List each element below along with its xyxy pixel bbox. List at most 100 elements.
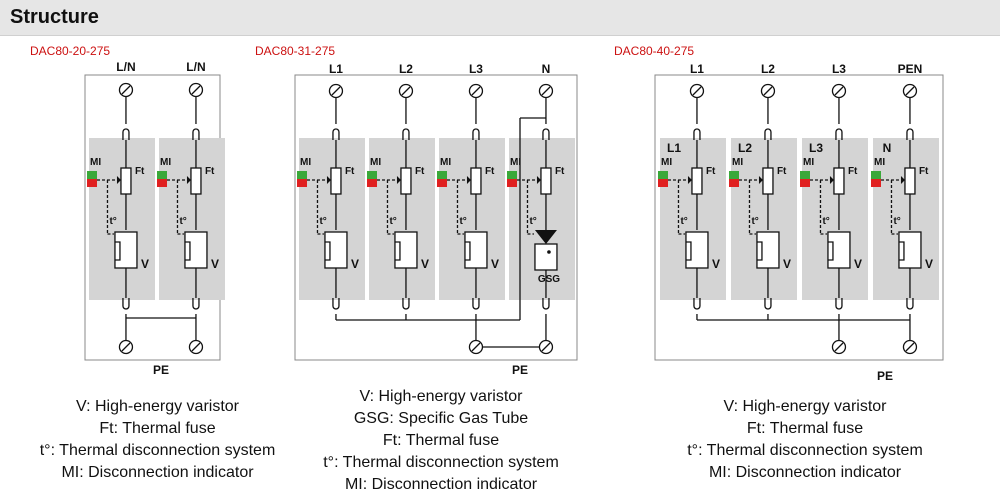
varistor-icon	[827, 241, 834, 261]
terminal-slot	[905, 342, 915, 352]
terminal-label: N	[542, 62, 551, 76]
module-body	[660, 138, 726, 300]
indicator-red	[658, 179, 668, 187]
screw-terminal-icon	[118, 339, 134, 355]
legend-line: GSG: Specific Gas Tube	[353, 410, 529, 427]
legend-dac80-31-275: V: High-energy varistor GSG: Specific Ga…	[296, 386, 586, 496]
terminal-label: L3	[469, 62, 483, 76]
thermal-fuse	[120, 167, 132, 195]
thermal-label: t°	[529, 216, 536, 227]
legend-line: MI: Disconnection indicator	[344, 476, 538, 493]
legend-line: t°: Thermal disconnection system	[323, 454, 559, 471]
model-name: DAC80-20-275	[30, 44, 110, 58]
varistor-label: V	[421, 257, 429, 271]
indicator-red	[367, 179, 377, 187]
plug-pin-icon	[906, 128, 914, 140]
thermal-fuse-label: Ft	[415, 166, 425, 177]
varistor-body	[685, 231, 709, 269]
varistor-icon	[756, 241, 763, 261]
indicator-label: MI	[370, 157, 381, 168]
module-label: L3	[809, 141, 823, 155]
plug-pin-icon	[835, 128, 843, 140]
terminal-label: L3	[832, 62, 846, 76]
indicator-label: MI	[874, 157, 885, 168]
varistor-body	[827, 231, 851, 269]
varistor-body	[394, 231, 418, 269]
screw-terminal-icon	[118, 82, 134, 98]
screw-terminal-icon	[689, 83, 705, 99]
plug-pin-icon	[192, 128, 200, 140]
varistor-body	[184, 231, 208, 269]
terminal-slot	[834, 86, 844, 96]
plug-pin-icon	[764, 128, 772, 140]
screw-terminal-icon	[468, 83, 484, 99]
thermal-label: t°	[680, 216, 687, 227]
legend-dac80-20-275: V: High-energy varistor Ft: Thermal fuse…	[20, 396, 295, 484]
screw-terminal-icon	[328, 83, 344, 99]
varistor-icon	[324, 241, 331, 261]
thermal-fuse	[762, 167, 774, 195]
indicator-green	[157, 171, 167, 179]
thermal-label: t°	[459, 216, 466, 227]
varistor-body	[114, 231, 138, 269]
indicator-label: MI	[440, 157, 451, 168]
indicator-green	[367, 171, 377, 179]
varistor-icon	[114, 241, 121, 261]
terminal-label: L2	[399, 62, 413, 76]
module-label: L2	[738, 141, 752, 155]
thermal-fuse	[190, 167, 202, 195]
varistor-label: V	[854, 257, 862, 271]
legend-line: V: High-energy varistor	[75, 398, 240, 415]
terminal-label: L/N	[116, 60, 135, 74]
thermal-fuse-label: Ft	[555, 166, 565, 177]
thermal-fuse	[540, 167, 552, 195]
terminal-slot	[191, 85, 201, 95]
indicator-green	[871, 171, 881, 179]
indicator-arrow-icon	[186, 176, 191, 184]
module-body	[159, 138, 225, 300]
indicator-red	[437, 179, 447, 187]
module-body	[439, 138, 505, 300]
gas-tube-label: GSG	[538, 274, 560, 285]
terminal-slot	[541, 342, 551, 352]
indicator-arrow-icon	[829, 176, 834, 184]
screw-terminal-icon	[538, 83, 554, 99]
section-title: Structure	[10, 6, 99, 28]
varistor-label: V	[925, 257, 933, 271]
indicator-green	[800, 171, 810, 179]
terminal-slot	[471, 342, 481, 352]
screw-terminal-icon	[760, 83, 776, 99]
plug-socket-icon	[764, 298, 772, 310]
module-body	[89, 138, 155, 300]
indicator-red	[297, 179, 307, 187]
plug-socket-icon	[835, 298, 843, 310]
legend-line: V: High-energy varistor	[359, 388, 523, 405]
varistor-label: V	[141, 257, 149, 271]
legend-line: MI: Disconnection indicator	[61, 464, 254, 481]
model-name: DAC80-31-275	[255, 44, 335, 58]
screw-terminal-icon	[831, 83, 847, 99]
indicator-green	[87, 171, 97, 179]
terminal-slot	[541, 86, 551, 96]
terminal-label: L1	[690, 62, 704, 76]
varistor-label: V	[351, 257, 359, 271]
indicator-label: MI	[803, 157, 814, 168]
indicator-label: MI	[90, 157, 101, 168]
varistor-label: V	[491, 257, 499, 271]
varistor-icon	[464, 241, 471, 261]
indicator-arrow-icon	[687, 176, 692, 184]
terminal-label: PEN	[898, 62, 923, 76]
plug-pin-icon	[402, 128, 410, 140]
varistor-label: V	[712, 257, 720, 271]
legend-dac80-40-275: V: High-energy varistor Ft: Thermal fuse…	[660, 396, 950, 484]
indicator-label: MI	[300, 157, 311, 168]
module-body	[369, 138, 435, 300]
varistor-icon	[898, 241, 905, 261]
